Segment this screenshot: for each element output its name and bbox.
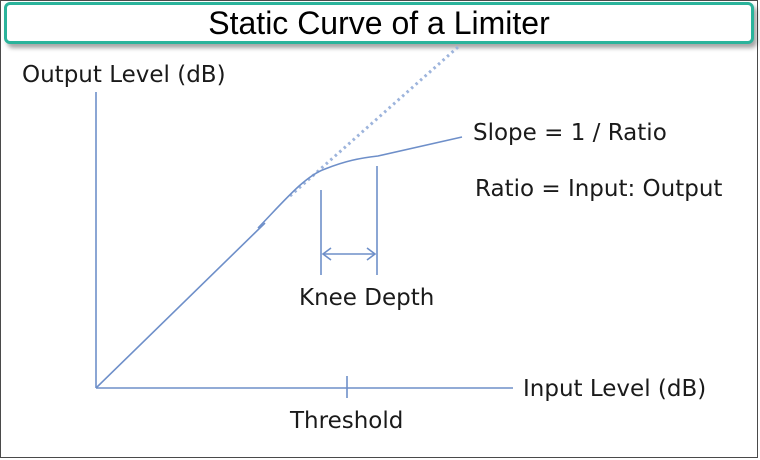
x-axis-label: Input Level (dB): [523, 376, 707, 402]
diagram-title: Static Curve of a Limiter: [208, 5, 550, 41]
knee-curve: [257, 136, 463, 229]
y-axis-label: Output Level (dB): [22, 62, 226, 88]
knee-depth-arrow: [321, 247, 377, 261]
threshold-label: Threshold: [290, 408, 404, 434]
title-box: Static Curve of a Limiter: [4, 2, 754, 44]
ratio-label: Ratio = Input: Output: [475, 176, 723, 202]
linear-segment: [95, 222, 266, 389]
unity-gain-dotted-line: [289, 45, 459, 198]
slope-label: Slope = 1 / Ratio: [473, 120, 667, 146]
knee-depth-label: Knee Depth: [299, 285, 435, 311]
